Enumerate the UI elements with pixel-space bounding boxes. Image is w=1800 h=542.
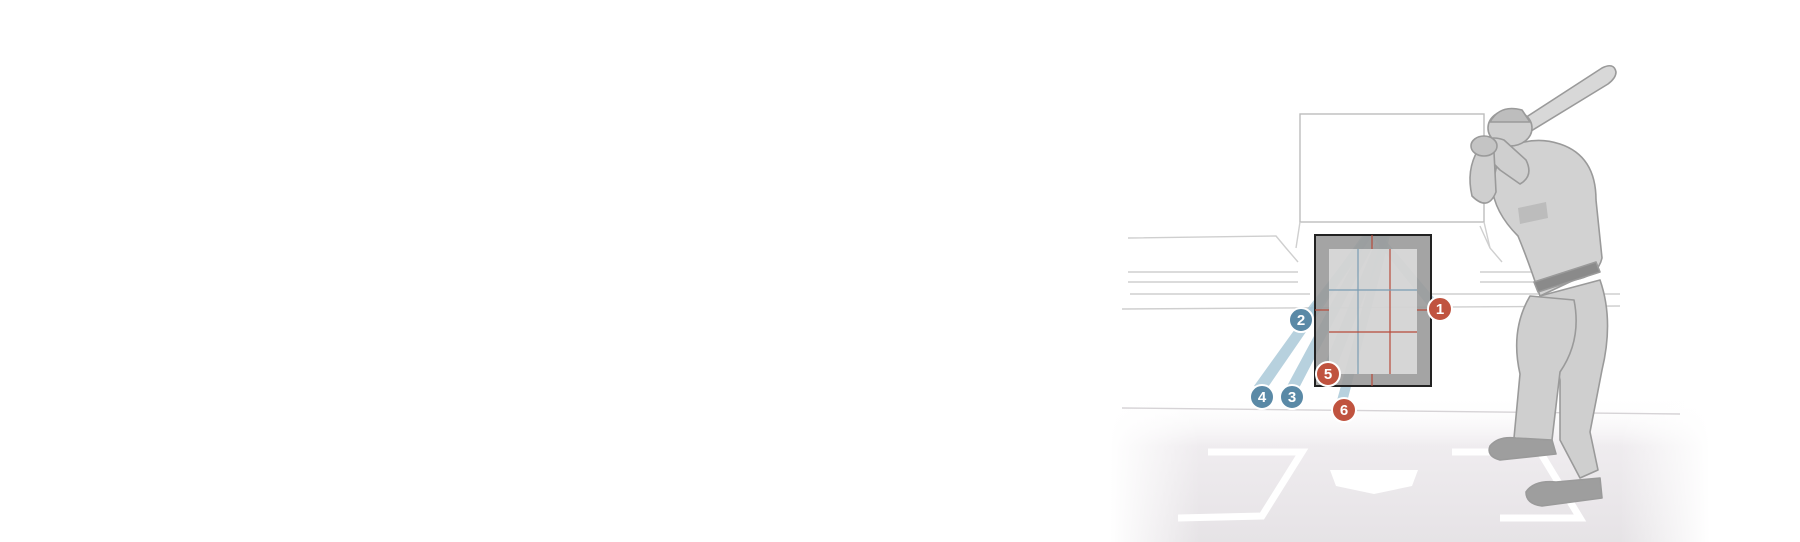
pitch-marker-3: 3 [1279, 384, 1305, 410]
pitch-marker-4: 4 [1249, 384, 1275, 410]
pitch-marker-label: 6 [1340, 402, 1348, 419]
pitch-marker-6: 6 [1331, 397, 1357, 423]
home-plate-icon [1330, 470, 1418, 494]
pitch-marker-label: 4 [1258, 389, 1267, 406]
scoreboard [1299, 113, 1485, 223]
pitch-marker-circle [1331, 397, 1357, 423]
pitch-marker-5: 5 [1315, 361, 1341, 387]
belt [1533, 261, 1601, 293]
pitch-marker-1: 1 [1427, 296, 1453, 322]
pitch-marker-label: 1 [1436, 301, 1444, 318]
front-shoe [1488, 436, 1557, 461]
pitch-marker-circle [1279, 384, 1305, 410]
strike-zone [1314, 234, 1432, 387]
pitch-markers: 1 2 3 4 5 6 [1249, 296, 1453, 423]
pitch-marker-circle [1315, 361, 1341, 387]
pitch-marker-label: 3 [1288, 389, 1296, 406]
strike-zone-grid [1315, 235, 1431, 386]
batter-figure-icon [1469, 64, 1617, 507]
hands [1470, 135, 1498, 157]
pitch-marker-label: 5 [1324, 366, 1332, 383]
pitch-marker-circle [1427, 296, 1453, 322]
pitch-marker-2: 2 [1288, 307, 1314, 333]
stadium-background [1121, 113, 1681, 415]
pitch-marker-circle [1249, 384, 1275, 410]
pitch-marker-label: 2 [1297, 312, 1305, 329]
back-shoe [1525, 477, 1603, 507]
pitch-marker-circle [1288, 307, 1314, 333]
